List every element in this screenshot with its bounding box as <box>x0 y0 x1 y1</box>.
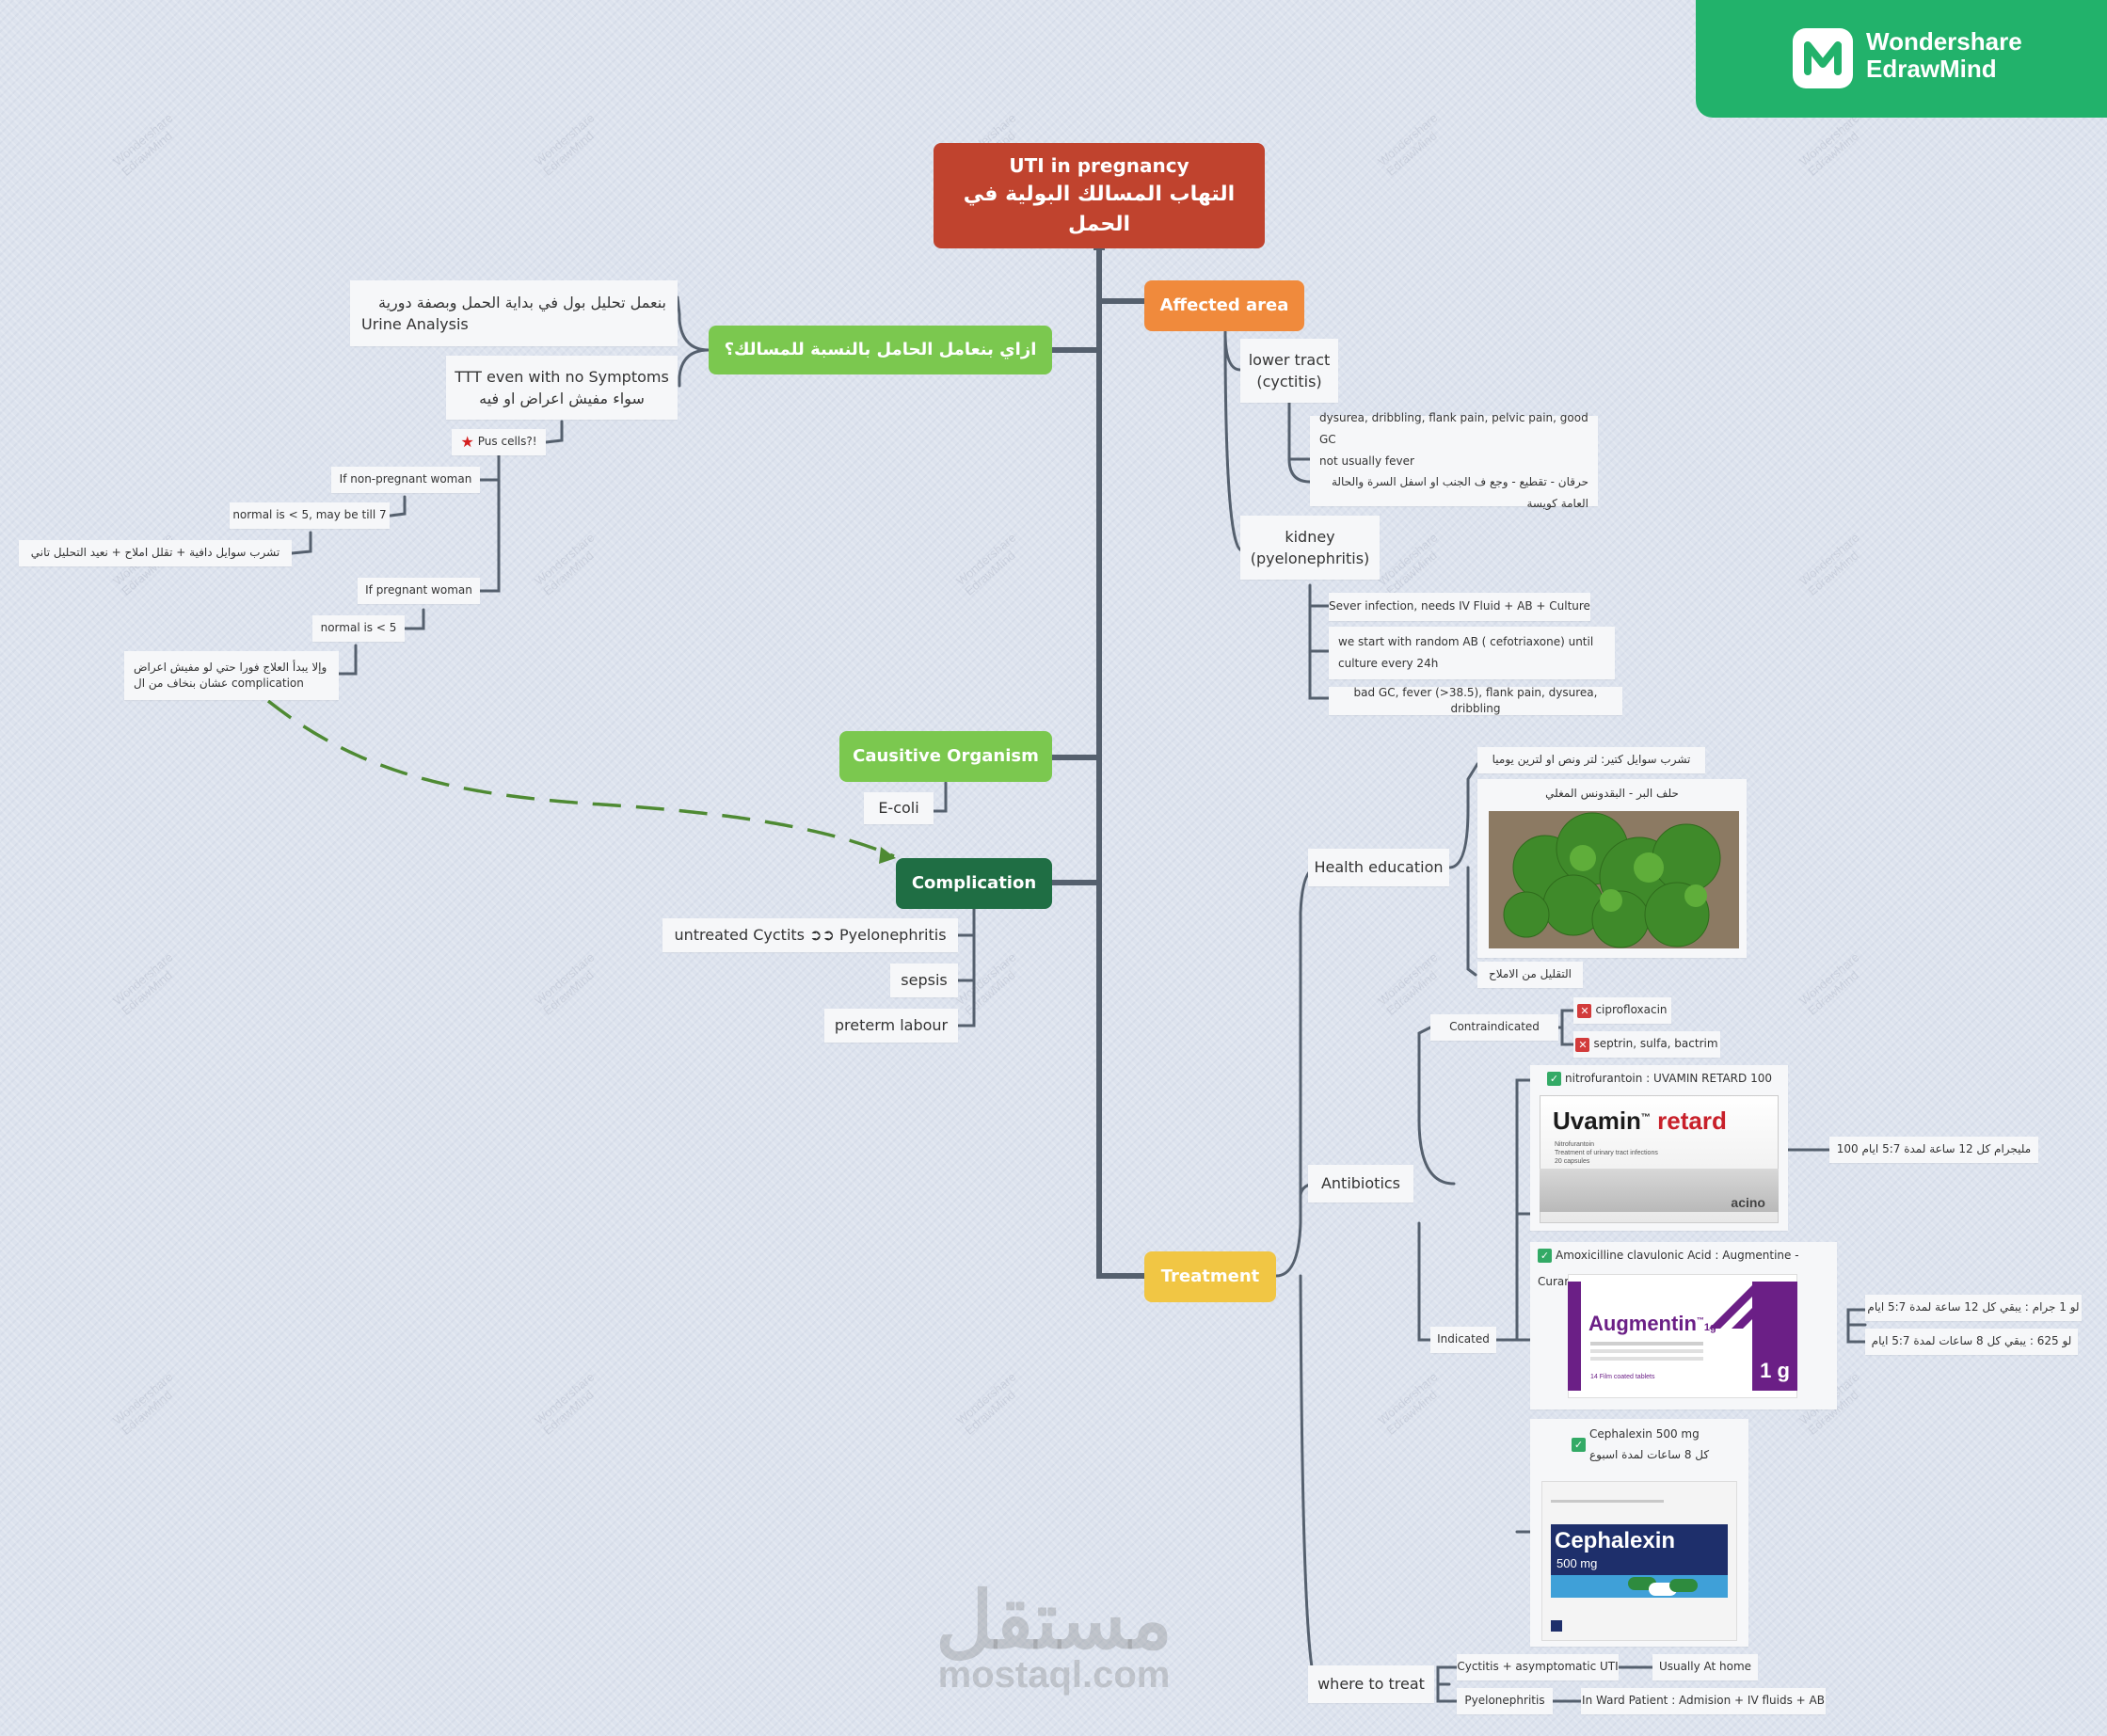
brand-name-line2: EdrawMind <box>1866 55 1997 83</box>
kidney-detail-2[interactable]: we start with random AB ( cefotriaxone) … <box>1329 627 1615 679</box>
management-topic[interactable]: ازاي بنعامل الحامل بالنسبة للمسالك؟ <box>709 326 1052 374</box>
cross-icon: ✕ <box>1577 1003 1592 1018</box>
mostaql-watermark: مستقل mostaql.com <box>935 1576 1173 1696</box>
lower-tract-details[interactable]: dysurea, dribbling, flank pain, pelvic p… <box>1310 411 1598 510</box>
drink-fluids-node[interactable]: تشرب سوايل دافية + تقلل املاح + نعيد الت… <box>19 540 292 566</box>
causitive-organism-topic[interactable]: Causitive Organism <box>839 731 1052 782</box>
urine-analysis-node[interactable]: بنعمل تحليل بول في بداية الحمل وبصفة دور… <box>350 280 678 346</box>
ecoli-node[interactable]: E-coli <box>864 792 934 824</box>
parsley-caption: حلف البر - البقدونس المغلي <box>1545 787 1679 800</box>
kidney-node[interactable]: kidney (pyelonephritis) <box>1240 516 1380 580</box>
check-icon: ✓ <box>1538 1249 1552 1263</box>
star-icon: ★ <box>460 433 474 452</box>
amoxicillin-dose-1g[interactable]: لو 1 جرام : يبقي كل 12 ساعة لمدة 5:7 ايا… <box>1865 1295 2082 1321</box>
uvamin-pack-image: Uvamin™ retard Nitrofurantoin Treatment … <box>1540 1095 1779 1223</box>
at-home-node[interactable]: Usually At home <box>1652 1654 1758 1680</box>
where-to-treat-node[interactable]: where to treat <box>1308 1665 1434 1703</box>
parsley-image <box>1489 811 1739 948</box>
cephalexin-card[interactable]: ✓ Cephalexin 500 mg كل 8 ساعات لمدة اسبو… <box>1530 1419 1748 1647</box>
amoxicillin-dose-625[interactable]: لو 625 : يبقي كل 8 ساعات لمدة 5:7 ايام <box>1865 1329 2078 1355</box>
indicated-node[interactable]: Indicated <box>1430 1327 1496 1353</box>
parsley-card[interactable]: حلف البر - البقدونس المغلي <box>1477 779 1747 958</box>
treatment-topic[interactable]: Treatment <box>1144 1251 1276 1302</box>
cystitis-node[interactable]: Cyctitis + asymptomatic UTI <box>1457 1654 1619 1680</box>
pus-cells-node[interactable]: ★Pus cells?! <box>452 429 546 455</box>
pregnant-node[interactable]: If pregnant woman <box>358 578 480 604</box>
complication-topic[interactable]: Complication <box>896 858 1052 909</box>
normal-5-7-node[interactable]: normal is < 5, may be till 7 <box>230 502 390 529</box>
edrawmind-logo-icon <box>1793 28 1853 88</box>
brand-name-line1: Wondershare <box>1866 27 2022 56</box>
complication-item-preterm[interactable]: preterm labour <box>824 1009 958 1043</box>
drink-fluids-advice[interactable]: تشرب سوايل كتير: لتر ونص او لترين يوميا <box>1477 747 1705 773</box>
brand-badge[interactable]: Wondershare EdrawMind <box>1696 0 2107 118</box>
contraindicated-node[interactable]: Contraindicated <box>1430 1014 1558 1041</box>
ttt-node[interactable]: TTT even with no Symptoms سواء مفيش اعرا… <box>446 356 678 420</box>
normal-5-node[interactable]: normal is < 5 <box>312 615 405 642</box>
amoxicillin-title: Amoxicilline clavulonic Acid : Augmentin… <box>1538 1249 1799 1288</box>
contra-septrin[interactable]: ✕septrin, sulfa, bactrim <box>1573 1031 1720 1058</box>
health-education-node[interactable]: Health education <box>1308 849 1449 886</box>
amoxicillin-card[interactable]: ✓Amoxicilline clavulonic Acid : Augmenti… <box>1530 1242 1837 1410</box>
affected-area-topic[interactable]: Affected area <box>1144 280 1304 331</box>
root-topic[interactable]: UTI in pregnancy التهاب المسالك البولية … <box>934 143 1265 248</box>
kidney-detail-1[interactable]: Sever infection, needs IV Fluid + AB + C… <box>1329 593 1590 621</box>
nitrofurantoin-card[interactable]: ✓nitrofurantoin : UVAMIN RETARD 100 mg U… <box>1530 1065 1788 1231</box>
antibiotics-node[interactable]: Antibiotics <box>1308 1165 1413 1202</box>
in-ward-node[interactable]: In Ward Patient : Admision + IV fluids +… <box>1581 1688 1826 1714</box>
pyelonephritis-node[interactable]: Pyelonephritis <box>1457 1688 1553 1714</box>
root-title-en: UTI in pregnancy <box>1009 153 1189 177</box>
cross-icon: ✕ <box>1575 1037 1590 1052</box>
non-pregnant-node[interactable]: If non-pregnant woman <box>331 467 480 493</box>
contra-ciprofloxacin[interactable]: ✕ciprofloxacin <box>1573 997 1671 1024</box>
root-title-ar: التهاب المسالك البولية في الحمل <box>963 182 1236 236</box>
complication-item-sepsis[interactable]: sepsis <box>890 964 958 997</box>
cephalexin-dose: كل 8 ساعات لمدة اسبوع <box>1589 1447 1710 1461</box>
cephalexin-title: Cephalexin 500 mg <box>1589 1427 1700 1441</box>
complication-item-pyelonephritis[interactable]: untreated Cyctits ➲➲ Pyelonephritis <box>662 918 958 952</box>
cephalexin-pack-image: Cephalexin 500 mg <box>1541 1481 1737 1641</box>
check-icon: ✓ <box>1572 1438 1586 1453</box>
start-treatment-node[interactable]: وإلا يبدأ العلاج فورا حتي لو مفيش اعراض … <box>124 651 339 700</box>
nitrofurantoin-dose[interactable]: 100 مليجرام كل 12 ساعة لمدة 5:7 ايام <box>1829 1137 2038 1163</box>
kidney-detail-3[interactable]: bad GC, fever (>38.5), flank pain, dysur… <box>1329 686 1622 715</box>
check-icon: ✓ <box>1547 1072 1561 1086</box>
lower-tract-node[interactable]: lower tract (cyctitis) <box>1240 339 1338 403</box>
augmentin-pack-image: Augmentin™1g 14 Film coated tablets 1 g <box>1568 1274 1797 1398</box>
reduce-salt-advice[interactable]: التقليل من الاملاح <box>1477 962 1583 988</box>
